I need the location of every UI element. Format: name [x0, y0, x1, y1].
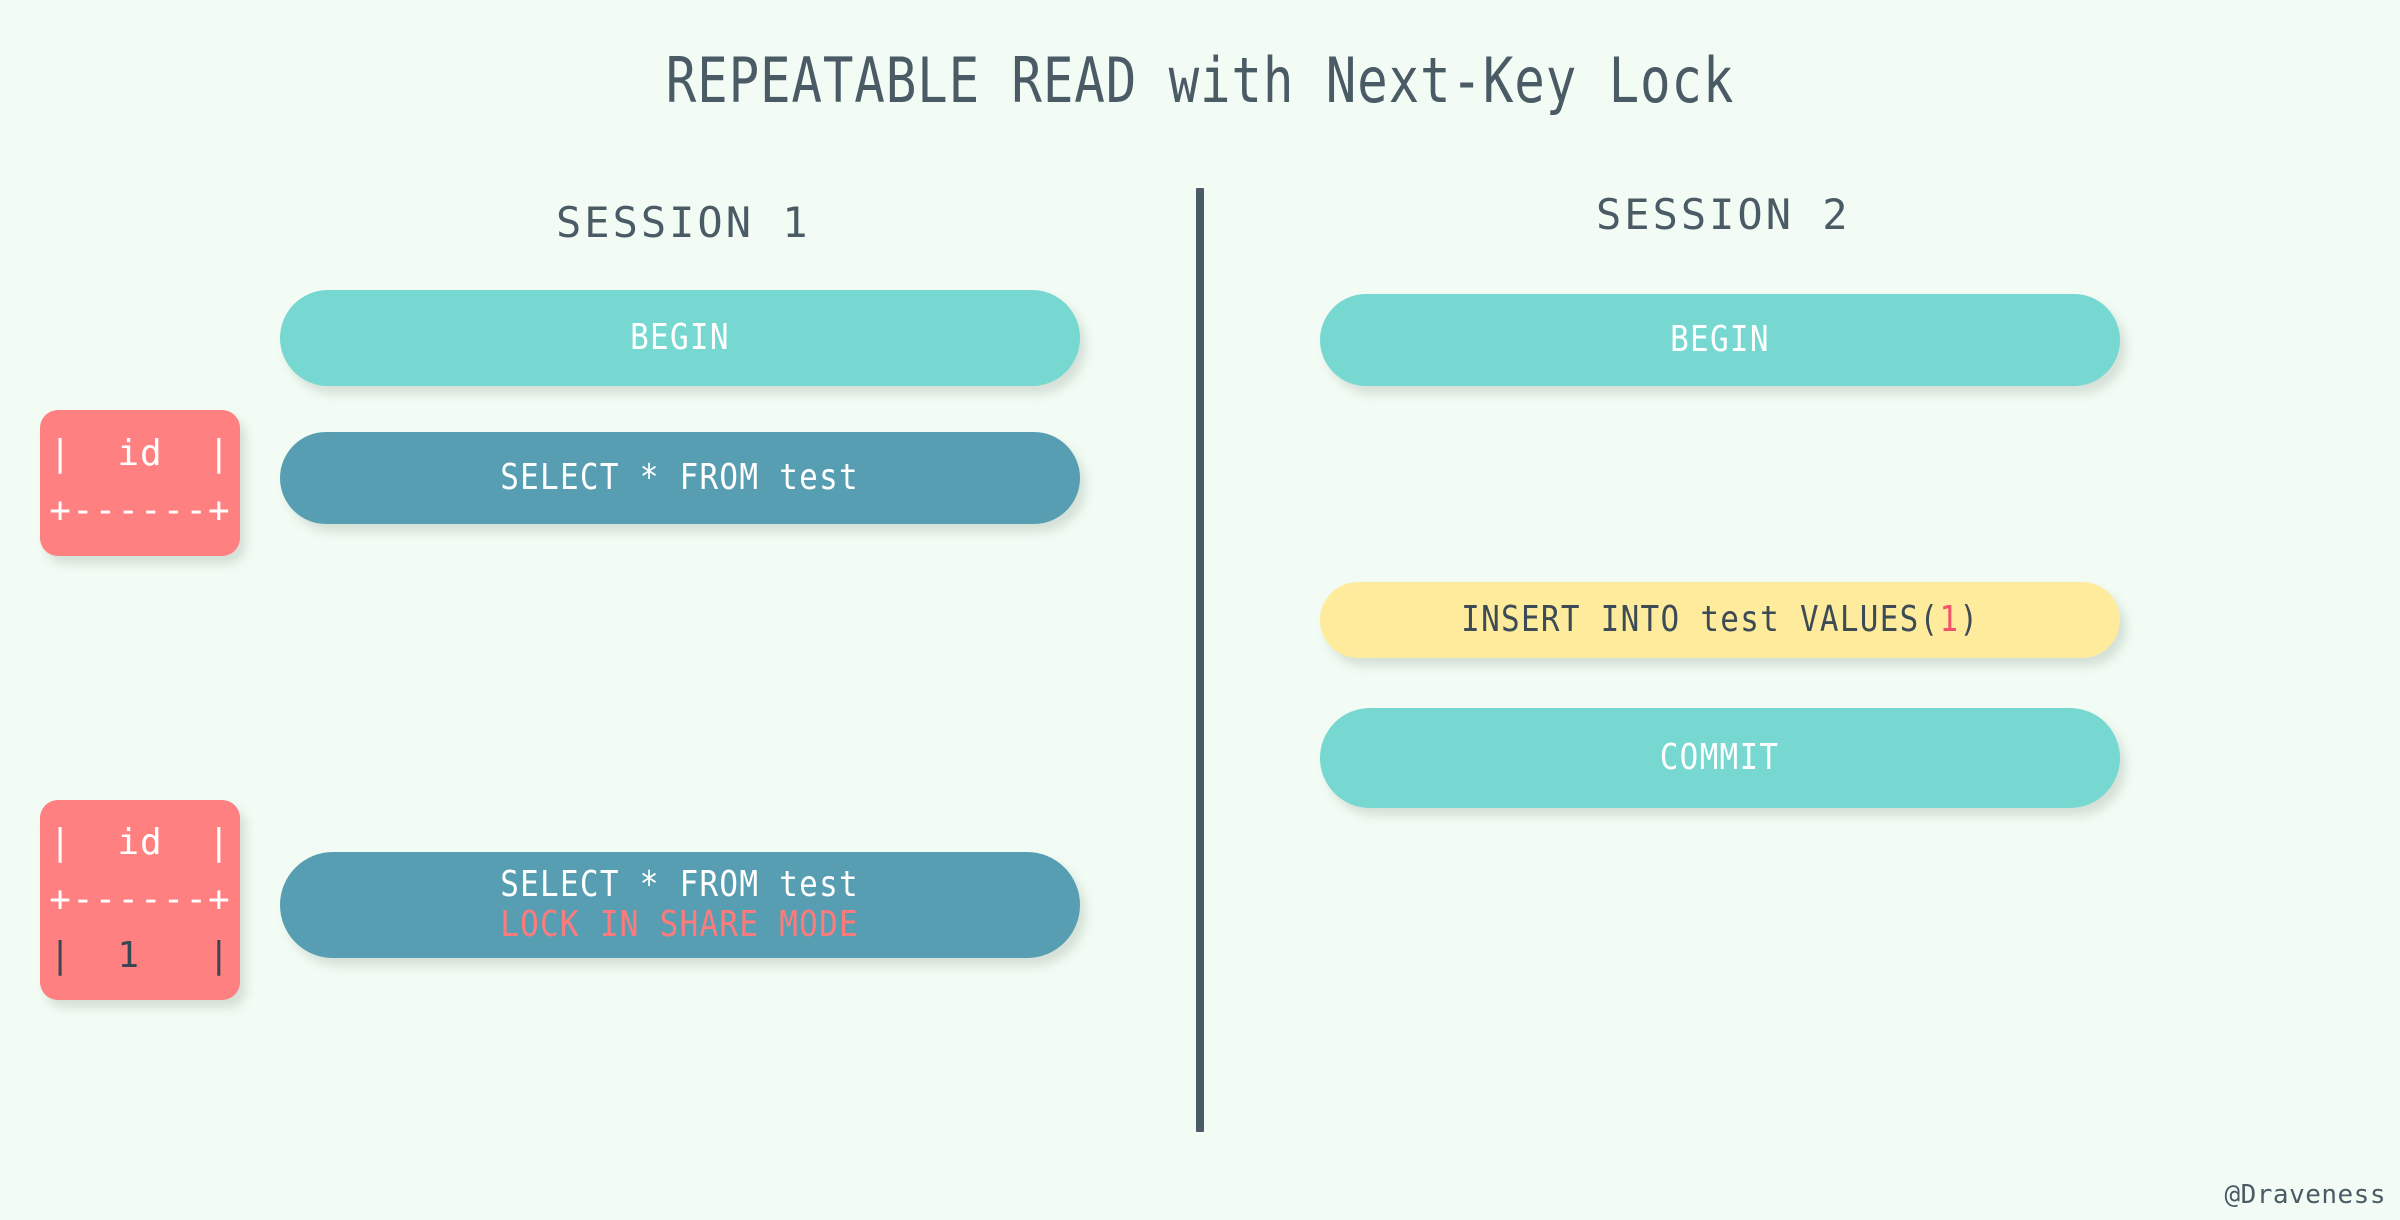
- insert-suffix: ): [1959, 598, 1980, 640]
- statement-label: INSERT INTO test VALUES(1): [1460, 598, 1980, 640]
- session-1-statement-select[interactable]: SELECT * FROM test: [280, 432, 1080, 524]
- statement-label: BEGIN: [1670, 318, 1770, 360]
- statement-label-line-2: LOCK IN SHARE MODE: [500, 904, 860, 945]
- session-1-statement-select-lock-in-share-mode[interactable]: SELECT * FROM test LOCK IN SHARE MODE: [280, 852, 1080, 958]
- statement-label: COMMIT: [1660, 736, 1780, 778]
- result-row: +------+: [49, 878, 231, 920]
- session-1-statement-begin[interactable]: BEGIN: [280, 290, 1080, 386]
- statement-label: BEGIN: [630, 316, 730, 358]
- session-1-header: SESSION 1: [556, 198, 811, 247]
- result-row: | 1 |: [49, 935, 231, 977]
- result-table-empty: | id | +------+: [40, 410, 240, 556]
- session-2-statement-begin[interactable]: BEGIN: [1320, 294, 2120, 386]
- result-table-with-row: | id | +------+ | 1 |: [40, 800, 240, 1000]
- session-2-statement-commit[interactable]: COMMIT: [1320, 708, 2120, 808]
- insert-prefix: INSERT INTO test VALUES(: [1460, 598, 1940, 640]
- session-divider: [1196, 188, 1204, 1132]
- result-row: | id |: [49, 433, 231, 475]
- author-watermark: @Draveness: [2224, 1180, 2386, 1210]
- result-row: +------+: [49, 490, 231, 531]
- page-title: REPEATABLE READ with Next-Key Lock: [665, 44, 1735, 117]
- session-2-statement-insert[interactable]: INSERT INTO test VALUES(1): [1320, 582, 2120, 658]
- session-2-header: SESSION 2: [1596, 190, 1851, 239]
- statement-label-line-1: SELECT * FROM test: [500, 863, 860, 905]
- result-row: | id |: [49, 821, 231, 863]
- statement-label: SELECT * FROM test: [500, 456, 860, 498]
- insert-value: 1: [1939, 598, 1960, 640]
